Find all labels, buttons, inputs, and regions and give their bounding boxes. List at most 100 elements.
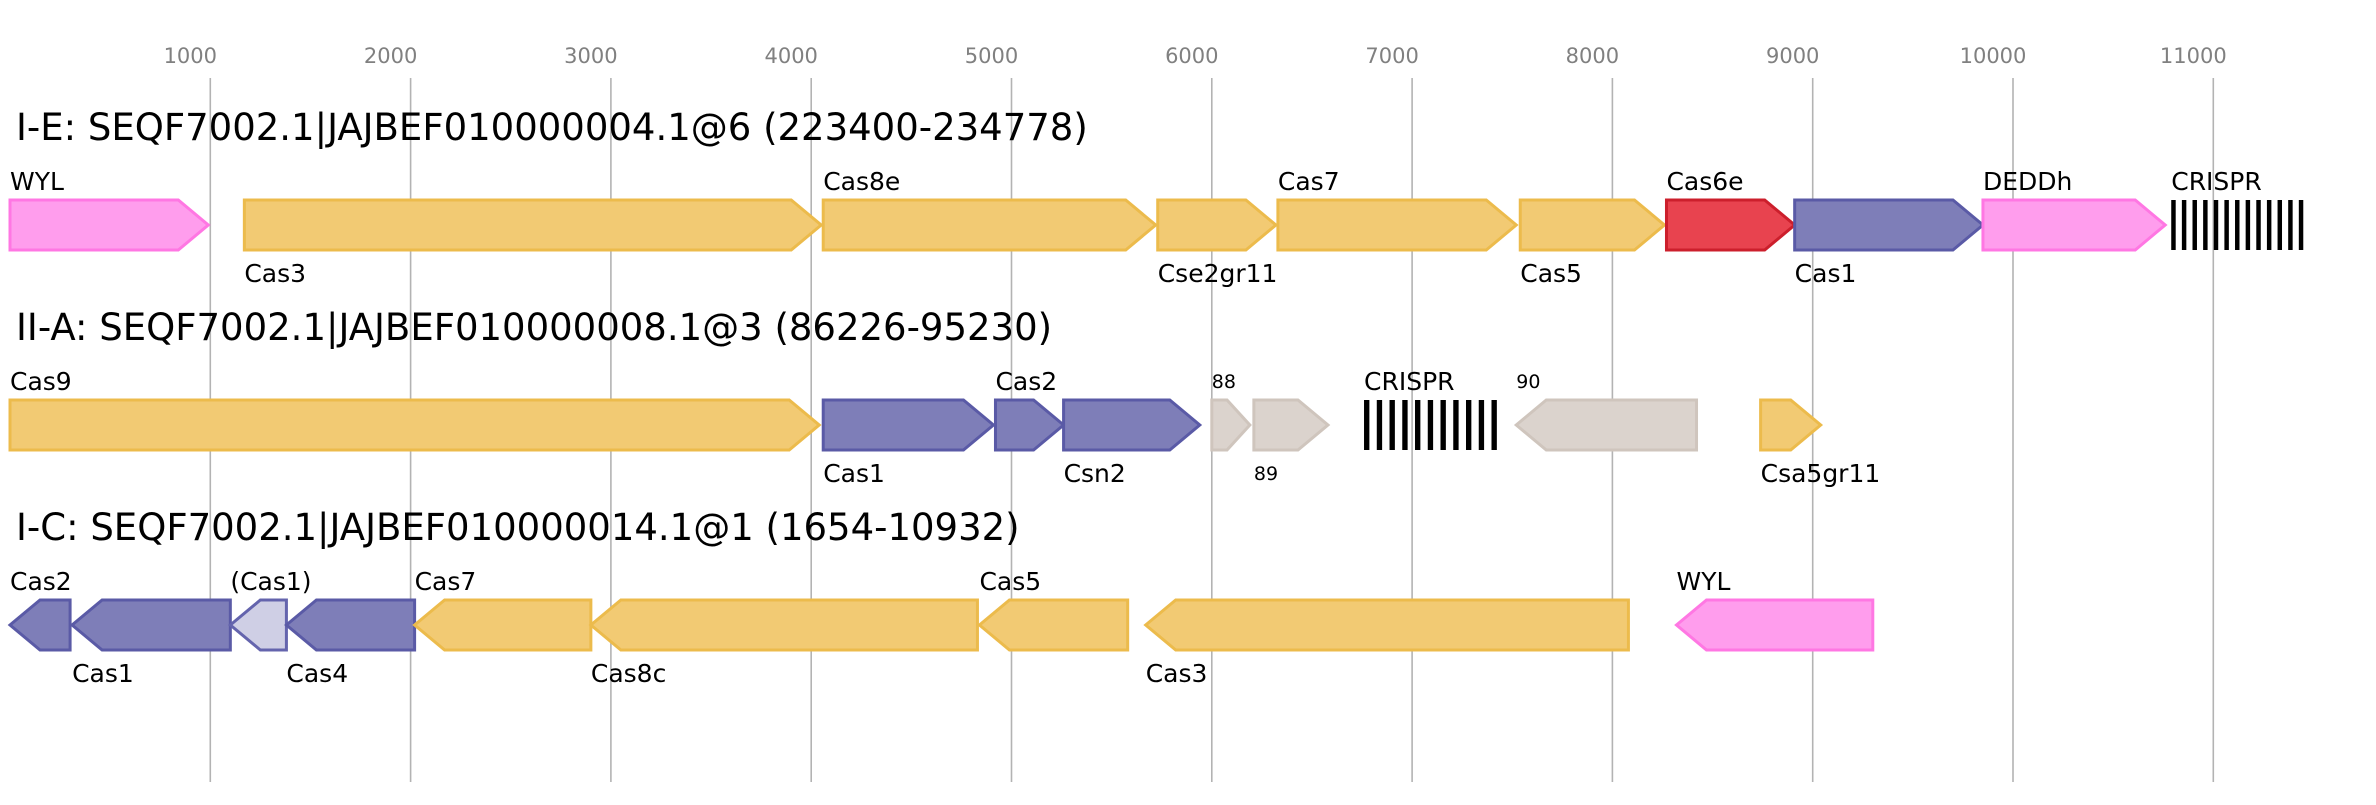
crispr-repeat: [1376, 400, 1383, 450]
gene-arrow: [412, 598, 593, 652]
gene-arrow: [1062, 398, 1203, 452]
tick-label: 11000: [2160, 44, 2227, 68]
crispr-repeat: [2245, 200, 2251, 250]
crispr-repeat: [1427, 400, 1434, 450]
gene: Cas1: [821, 398, 996, 488]
crispr-repeat: [2213, 200, 2219, 250]
gene: Cas8c: [588, 598, 979, 688]
gene: DEDDh: [1981, 167, 2168, 252]
gene-arrow: [1981, 198, 2168, 252]
gene-arrow: [821, 198, 1159, 252]
crispr-repeat: [2266, 200, 2272, 250]
tick-label: 7000: [1365, 44, 1418, 68]
tick-label: 2000: [364, 44, 417, 68]
gene-label: CRISPR: [2171, 167, 2262, 196]
gene-label: Cas5: [1520, 259, 1582, 288]
gene: Cas4: [284, 598, 417, 688]
crispr-repeat: [2288, 200, 2293, 250]
gene: Cas1: [69, 598, 232, 688]
gene-label: Cas8e: [823, 167, 900, 196]
crispr-repeat: [1415, 400, 1421, 450]
track-1: I-E: SEQF7002.1|JAJBEF010000004.1@6 (223…: [8, 106, 2304, 288]
gene-label: WYL: [10, 167, 64, 196]
gene-arrow: [8, 198, 211, 252]
crispr-repeat: [2256, 200, 2261, 250]
gene-label: Cas1: [72, 659, 134, 688]
gene-arrow: [1276, 198, 1519, 252]
gene: WYL: [1674, 567, 1875, 652]
gene-label: 90: [1516, 371, 1540, 393]
crispr-repeat: [2203, 200, 2208, 250]
crispr-repeat: [1465, 400, 1472, 450]
gene: Cas3: [242, 198, 824, 288]
gene-label: Cas7: [1278, 167, 1340, 196]
gene-arrow: [1674, 598, 1875, 652]
gene-arrow: [821, 398, 996, 452]
tick-label: 5000: [965, 44, 1018, 68]
tick-label: 9000: [1766, 44, 1819, 68]
gene-arrow: [1759, 398, 1824, 452]
tick-label: 1000: [164, 44, 217, 68]
crispr-repeat: [1478, 400, 1485, 450]
crispr-repeat: [1453, 400, 1459, 450]
gene-label: Cas7: [415, 567, 477, 596]
gene: Cas1: [1793, 198, 1986, 288]
gene: 90: [1513, 371, 1699, 452]
gene: CRISPR: [1364, 367, 1497, 450]
track-title: II-A: SEQF7002.1|JAJBEF010000008.1@3 (86…: [16, 306, 1052, 349]
crispr-repeat: [2298, 200, 2304, 250]
gene-label: Cas3: [1146, 659, 1208, 688]
gene-arrow: [1513, 398, 1699, 452]
gene-arrow: [993, 398, 1066, 452]
track-title: I-E: SEQF7002.1|JAJBEF010000004.1@6 (223…: [16, 106, 1088, 149]
tick-label: 4000: [764, 44, 817, 68]
gene-arrow: [284, 598, 417, 652]
gene: Cas7: [1276, 167, 1519, 252]
gene-arrow: [1143, 598, 1630, 652]
gene-label: Csn2: [1064, 459, 1126, 488]
gene-arrow: [1664, 198, 1798, 252]
gene: WYL: [8, 167, 211, 252]
gene-label: Cas8c: [591, 659, 666, 688]
gene-arrow: [1252, 398, 1331, 452]
gene: (Cas1): [227, 567, 312, 652]
gene: Cas9: [8, 367, 822, 452]
gene-arrow: [1793, 198, 1986, 252]
crispr-repeat: [2192, 200, 2197, 250]
crispr-repeat: [2224, 200, 2229, 250]
gene: Cas6e: [1664, 167, 1798, 252]
gene-arrow: [227, 598, 288, 652]
gene-label: Cas3: [244, 259, 306, 288]
gene: Cas8e: [821, 167, 1159, 252]
gene: Csn2: [1062, 398, 1203, 488]
gene: Cse2gr11: [1156, 198, 1279, 288]
gene-arrow: [8, 398, 822, 452]
crispr-repeat: [1389, 400, 1395, 450]
gene-label: Cas6e: [1666, 167, 1743, 196]
gene: Cas7: [412, 567, 593, 652]
gene-label: Cas4: [286, 659, 348, 688]
gene-label: Cas1: [1795, 259, 1857, 288]
crispr-repeat: [1440, 400, 1446, 450]
gene: Cas3: [1143, 598, 1630, 688]
tick-label: 10000: [1960, 44, 2027, 68]
tracks: I-E: SEQF7002.1|JAJBEF010000004.1@6 (223…: [7, 106, 2304, 688]
crispr-repeat: [1364, 400, 1370, 450]
gene-label: (Cas1): [230, 567, 311, 596]
gene: Cas5: [1518, 198, 1667, 288]
gene: Cas2: [7, 567, 72, 652]
crispr-repeat: [1402, 400, 1408, 450]
gene: Cas2: [993, 367, 1066, 452]
gene-arrow: [242, 198, 824, 252]
gene-label: CRISPR: [1364, 367, 1455, 396]
crispr-repeat: [2235, 200, 2240, 250]
gene-label: Cas2: [995, 367, 1057, 396]
gene: CRISPR: [2171, 167, 2304, 250]
tick-label: 8000: [1566, 44, 1619, 68]
gene-arrow: [69, 598, 232, 652]
gene-arrow: [1518, 198, 1667, 252]
crispr-repeat: [2171, 200, 2176, 250]
gene-arrow: [977, 598, 1130, 652]
